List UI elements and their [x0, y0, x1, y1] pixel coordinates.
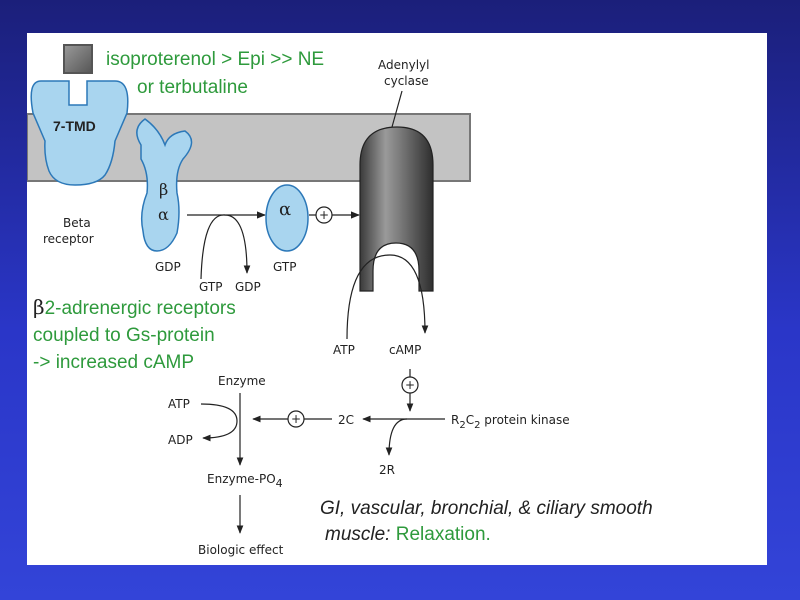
kinase-to-2r-arrow	[385, 418, 408, 456]
catalytic-2c-label: 2C	[338, 413, 354, 427]
active-alpha-subunit	[265, 184, 309, 252]
note-line1: β2-adrenergic receptors	[33, 295, 236, 319]
note-line2: coupled to Gs-protein	[33, 325, 215, 346]
protein-kinase-label: R2C2 protein kinase	[451, 413, 570, 431]
exchange-gtp-label: GTP	[199, 280, 222, 294]
note-line3: -> increased cAMP	[33, 352, 194, 373]
gprotein-alpha-subunit: α	[158, 205, 169, 224]
receptor-tmd-label: 7-TMD	[53, 118, 96, 134]
gprotein-gdp-label: GDP	[155, 260, 181, 274]
cyclase-atp-label: ATP	[333, 343, 355, 357]
legend-agonist-order: isoproterenol > Epi >> NE	[106, 49, 324, 70]
diagram-slide: isoproterenol > Epi >> NE or terbutaline…	[27, 33, 767, 565]
cyclase-label-line1: Adenylyl	[378, 58, 429, 72]
exchange-gdp-label: GDP	[235, 280, 261, 294]
enzyme-po4-label: Enzyme-PO4	[207, 472, 283, 490]
atp-to-adp-arc	[200, 403, 238, 442]
enzyme-label: Enzyme	[218, 374, 266, 388]
gprotein-beta-subunit: β	[159, 180, 168, 199]
legend-agonist-alt: or terbutaline	[137, 77, 248, 98]
stimulation-plus-circle-3	[287, 410, 305, 428]
stimulation-plus-circle-2	[401, 376, 419, 394]
gprotein-shape	[136, 118, 193, 252]
gtp-gdp-exchange-arc	[200, 214, 251, 280]
cyclase-camp-label: cAMP	[389, 343, 421, 357]
legend-swatch	[63, 44, 93, 74]
receptor-name-line1: Beta	[63, 216, 91, 230]
effect-note-line2: muscle: Relaxation.	[325, 524, 491, 545]
active-alpha-gtp-label: GTP	[273, 260, 296, 274]
stimulation-plus-circle-1	[315, 206, 333, 224]
active-alpha-label: α	[279, 199, 291, 220]
atp-to-camp-arc	[346, 254, 429, 340]
stimulation-plus-1: +	[319, 208, 329, 222]
enzyme-adp-label: ADP	[168, 433, 193, 447]
adenylyl-cyclase-shape	[359, 126, 434, 292]
beta-receptor-shape	[30, 80, 129, 186]
effect-note-line1: GI, vascular, bronchial, & ciliary smoot…	[320, 498, 653, 519]
stimulation-plus-3: +	[291, 412, 301, 426]
stimulation-plus-2: +	[405, 378, 415, 392]
beta-receptor-pathway-diagram: isoproterenol > Epi >> NE or terbutaline…	[27, 44, 653, 557]
biologic-effect-label: Biologic effect	[198, 543, 284, 557]
regulatory-2r-label: 2R	[379, 463, 395, 477]
cyclase-label-line2: cyclase	[384, 74, 429, 88]
receptor-name-line2: receptor	[43, 232, 94, 246]
enzyme-atp-label: ATP	[168, 397, 190, 411]
cyclase-label-pointer	[391, 90, 403, 128]
